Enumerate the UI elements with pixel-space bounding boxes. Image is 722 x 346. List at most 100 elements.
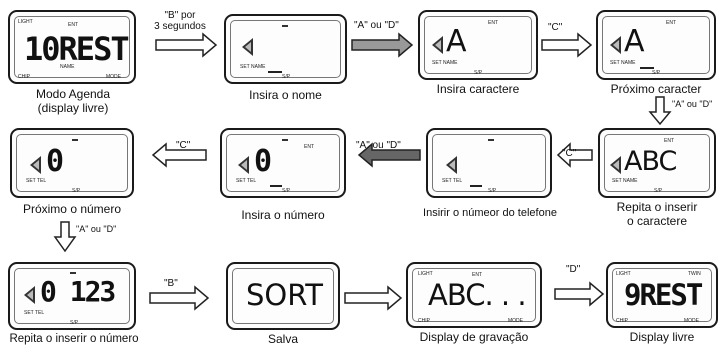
caption-line: Modo Agenda <box>35 87 111 101</box>
cursor-arrow-icon <box>242 38 253 56</box>
label-b-1: "B" <box>164 278 178 289</box>
caption-display-gravacao: Display de gravação <box>419 330 529 344</box>
caption-repita-numero: Repita o inserir o número <box>9 333 139 345</box>
set-name-indicator: SET NAME <box>432 60 458 66</box>
set-name-indicator: SET NAME <box>610 60 636 66</box>
lcd-insira-nome: SET NAME S/P <box>224 14 347 84</box>
segment-mark <box>488 139 494 141</box>
set-name-indicator: SET NAME <box>240 64 266 70</box>
lcd-text: SORT <box>246 278 323 312</box>
ent-indicator: ENT <box>304 144 314 150</box>
mode-indicator: MODE <box>684 318 699 324</box>
label-a-or-d-1: "A" ou "D" <box>354 20 399 31</box>
arrow-c-1 <box>541 32 593 58</box>
set-tel-indicator: SET TEL <box>442 178 463 184</box>
cursor-arrow-icon <box>24 286 35 304</box>
cursor-arrow-icon <box>432 36 443 54</box>
mode-indicator: MODE <box>508 318 523 324</box>
number-cursor <box>470 185 482 187</box>
sp-indicator: S/P <box>70 320 79 326</box>
chip-indicator: CHIP <box>418 318 430 324</box>
label-b-3s: "B" por 3 segundos <box>152 10 208 32</box>
set-tel-indicator: SET TEL <box>26 178 47 184</box>
sp-indicator: S/P <box>474 70 483 76</box>
label-c-1: "C" <box>548 22 563 33</box>
caption-insira-nome: Insira o nome <box>249 88 322 102</box>
lcd-insira-caractere: ENT A SET NAME S/P <box>418 10 538 80</box>
name-cursor <box>640 67 654 69</box>
arrow-b-3s <box>155 32 218 58</box>
caption-line: Repita o inserir <box>616 200 698 214</box>
caption-proximo-caracter: Próximo caracter <box>610 82 702 96</box>
lcd-text: 0 <box>46 144 64 179</box>
sp-indicator: S/P <box>282 74 291 80</box>
segment-mark <box>282 25 288 27</box>
label-c-2: "C" <box>562 148 577 159</box>
arrow-a-or-d-2 <box>648 96 672 126</box>
ent-indicator: ENT <box>472 272 482 278</box>
lcd-text: 0 <box>254 144 272 179</box>
sp-indicator: S/P <box>654 188 663 194</box>
name-cursor <box>268 71 282 73</box>
set-tel-indicator: SET TEL <box>24 310 45 316</box>
ent-indicator: ENT <box>666 20 676 26</box>
chip-indicator: CHIP <box>616 318 628 324</box>
lcd-modo-agenda: LIGHT ENT 10REST NAME CHIP MODE <box>8 10 136 84</box>
lcd-text: A <box>446 24 467 59</box>
lcd-insira-numero: ENT 0 SET TEL S/P <box>220 128 346 198</box>
lcd-repita-numero: 0 123 SET TEL S/P <box>8 262 136 330</box>
sp-indicator: S/P <box>72 188 81 194</box>
lcd-text: A <box>624 24 645 59</box>
sp-indicator: S/P <box>488 188 497 194</box>
label-c-3: "C" <box>176 140 191 151</box>
arrow-a-or-d-4 <box>53 221 77 253</box>
chip-indicator: CHIP <box>18 74 30 80</box>
segment-mark <box>282 139 288 141</box>
arrow-c-3 <box>151 142 207 168</box>
cursor-arrow-icon <box>238 156 249 174</box>
arrow-c-2 <box>556 142 593 168</box>
arrow-a-or-d-1 <box>351 32 414 58</box>
lcd-proximo-caracter: ENT A SET NAME S/P <box>596 10 716 80</box>
label-d-1: "D" <box>566 264 581 275</box>
caption-insirir-telefone: Insirir o númeor do telefone <box>423 207 557 219</box>
caption-display-livre: Display livre <box>629 330 695 344</box>
caption-insira-numero: Insira o número <box>241 208 325 222</box>
segment-mark <box>70 272 76 274</box>
lcd-proximo-numero: 0 SET TEL S/P <box>10 128 134 198</box>
cursor-arrow-icon <box>610 36 621 54</box>
sp-indicator: S/P <box>282 188 291 194</box>
caption-proximo-numero: Próximo o número <box>22 202 122 216</box>
lcd-insirir-telefone: SET TEL S/P <box>426 128 552 198</box>
cursor-arrow-icon <box>610 156 621 174</box>
lcd-salva: SORT <box>226 262 340 330</box>
lcd-display-gravacao: LIGHT ENT ABC. . . CHIP MODE <box>406 262 542 328</box>
caption-line: o caractere <box>626 214 688 228</box>
label-line: "B" por <box>164 10 196 21</box>
label-a-or-d-3: "A" ou "D" <box>356 140 401 151</box>
lcd-text: 9REST <box>624 278 703 312</box>
label-line: 3 segundos <box>154 21 206 32</box>
caption-repita-caractere: Repita o inserir o caractere <box>598 200 716 228</box>
number-cursor <box>270 185 282 187</box>
lcd-display-livre: LIGHT TWIN 9REST CHIP MODE <box>606 262 718 328</box>
caption-line: (display livre) <box>37 101 109 115</box>
arrow-b-1 <box>149 285 210 311</box>
light-indicator: LIGHT <box>616 271 631 277</box>
light-indicator: LIGHT <box>18 19 33 25</box>
ent-indicator: ENT <box>488 20 498 26</box>
lcd-text: ABC <box>624 146 677 177</box>
segment-mark <box>72 139 78 141</box>
lcd-text: ABC. . . <box>428 278 527 312</box>
ent-indicator: ENT <box>664 138 674 144</box>
lcd-text: 0 123 <box>40 275 116 308</box>
name-indicator: NAME <box>60 64 75 70</box>
sp-indicator: S/P <box>652 70 661 76</box>
twin-indicator: TWIN <box>688 271 701 277</box>
cursor-arrow-icon <box>30 156 41 174</box>
caption-salva: Salva <box>267 332 299 346</box>
caption-modo-agenda: Modo Agenda (display livre) <box>10 87 136 115</box>
set-name-indicator: SET NAME <box>612 178 638 184</box>
cursor-arrow-icon <box>446 156 457 174</box>
